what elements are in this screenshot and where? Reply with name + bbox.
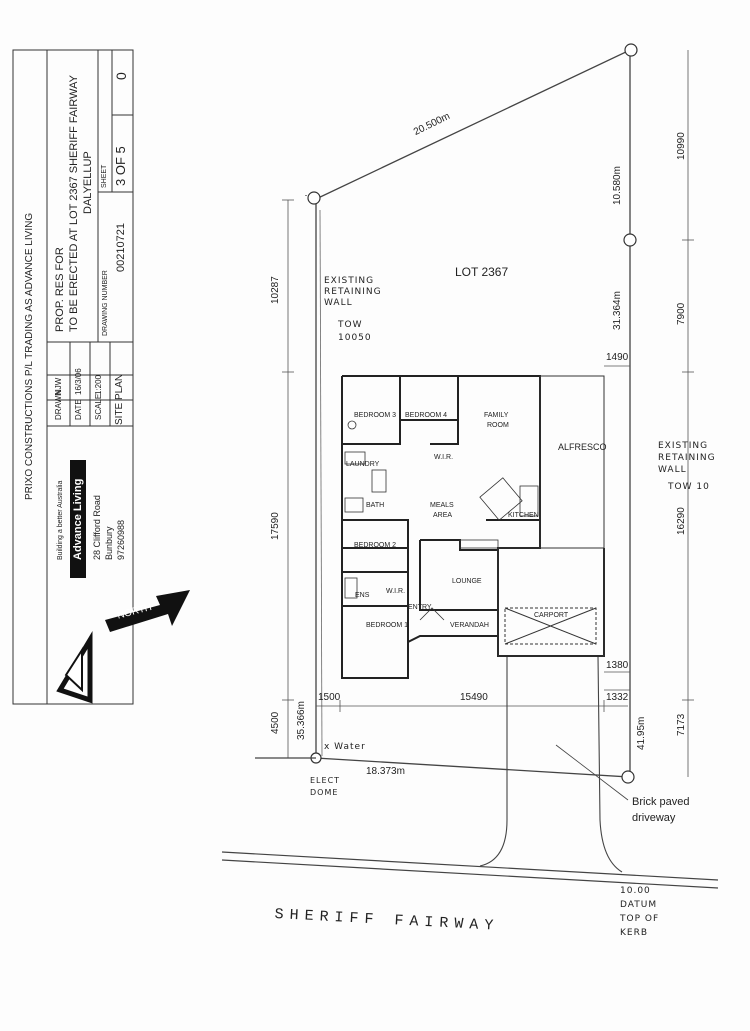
project-line-1: PROP. RES FOR	[54, 247, 66, 332]
note-tow-left-a: TOW	[338, 320, 363, 330]
dim-right-mid: 31.364m	[612, 291, 623, 330]
note-elect-dome-b: DOME	[310, 788, 339, 797]
room-ens: ENS	[355, 592, 370, 599]
room-entry: ENTRY	[408, 604, 432, 611]
drawing-number: 00210721	[115, 223, 127, 272]
north-arrow	[105, 590, 190, 632]
driveway	[479, 655, 623, 873]
room-lounge: LOUNGE	[452, 578, 482, 585]
address-line-1: 28 Clifford Road	[92, 495, 102, 560]
room-alfresco: ALFRESCO	[558, 442, 607, 452]
dim-17590: 17590	[270, 512, 281, 540]
dim-1500: 1500	[318, 692, 341, 703]
dim-4500: 4500	[270, 711, 281, 734]
brand-name: Advance Living	[72, 478, 84, 560]
dim-front-boundary: 18.373m	[366, 766, 405, 777]
sheet-value: 3 OF 5	[113, 146, 128, 186]
project-line-2: TO BE ERECTED AT LOT 2367 SHERIFF FAIRWA…	[68, 75, 80, 332]
phone: 97260988	[116, 519, 126, 560]
dim-10990: 10990	[676, 132, 687, 160]
project-line-3: DALYELLUP	[82, 151, 94, 214]
note-datum-d: KERB	[620, 928, 649, 938]
note-water: x Water	[324, 742, 366, 752]
room-carport: CARPORT	[534, 612, 569, 619]
note-tow-right: TOW 10	[668, 482, 710, 492]
dim-7900: 7900	[676, 302, 687, 325]
note-existing-wall-left: EXISTING RETAINING WALL	[324, 276, 382, 308]
date-label: DATE	[74, 399, 83, 420]
dim-right-upper: 10.580m	[612, 166, 623, 205]
date-value: 16/3/06	[74, 368, 83, 395]
street-kerb	[221, 757, 719, 889]
dim-15490: 15490	[460, 692, 488, 703]
scale-label: SCALE	[94, 393, 103, 420]
note-driveway-b: driveway	[632, 812, 676, 824]
retaining-wall-left	[319, 209, 323, 757]
dim-1332: 1332	[606, 692, 629, 703]
fixtures	[344, 420, 539, 621]
room-wir-2: W.I.R.	[386, 588, 406, 595]
room-kitchen: KITCHEN	[508, 512, 539, 519]
room-wir-1: W.I.R.	[434, 454, 454, 461]
company-name: PRIXO CONSTRUCTIONS P/L TRADING AS ADVAN…	[24, 212, 35, 500]
revision: 0	[113, 72, 129, 80]
dim-left-boundary: 35.366m	[296, 701, 307, 740]
note-datum-c: TOP OF	[620, 914, 660, 924]
note-datum-a: 10.00	[620, 886, 651, 896]
lot-label: LOT 2367	[455, 265, 509, 279]
note-elect-dome-a: ELECT	[310, 776, 341, 785]
tagline: Building a better Australia	[57, 480, 64, 560]
title-block-frame	[12, 49, 134, 705]
room-bedroom1: BEDROOM 1	[366, 622, 409, 629]
drawn-value: NJW	[54, 377, 63, 395]
room-verandah: VERANDAH	[450, 622, 489, 629]
room-meals: MEALS	[430, 502, 454, 509]
address-line-2: Bunbury	[104, 526, 114, 560]
drawing-number-label: DRAWING NUMBER	[102, 270, 109, 336]
room-bedroom3: BEDROOM 3	[354, 412, 397, 419]
plan-name: SITE PLAN	[114, 373, 125, 425]
note-existing-wall-right: EXISTING RETAINING WALL	[658, 441, 716, 475]
logo-mark	[56, 630, 93, 704]
room-family: FAMILY	[484, 412, 509, 419]
dim-16290: 16290	[676, 507, 687, 535]
sheet-label: SHEET	[101, 164, 108, 188]
brand-bar	[70, 460, 86, 578]
note-datum-b: DATUM	[620, 900, 658, 910]
driveway-leader	[555, 744, 629, 801]
note-tow-left-b: 10050	[338, 333, 372, 343]
dim-right-lower: 41.95m	[636, 716, 647, 750]
dimension-lines	[282, 50, 694, 777]
dim-10287: 10287	[270, 276, 281, 304]
house-walls	[341, 375, 605, 679]
room-laundry: LAUNDRY	[346, 461, 380, 468]
boundary-pegs	[307, 43, 638, 784]
dim-1490: 1490	[606, 352, 629, 363]
scale-value: 1:200	[94, 374, 103, 395]
note-driveway-a: Brick paved	[632, 796, 690, 808]
room-bath: BATH	[366, 502, 385, 509]
dim-7173: 7173	[676, 713, 687, 736]
dim-1380: 1380	[606, 660, 629, 671]
room-family-2: ROOM	[487, 422, 509, 429]
room-bedroom2: BEDROOM 2	[354, 542, 397, 549]
alfresco-outline	[497, 375, 605, 657]
room-bedroom4: BEDROOM 4	[405, 412, 448, 419]
room-meals-2: AREA	[433, 512, 453, 519]
